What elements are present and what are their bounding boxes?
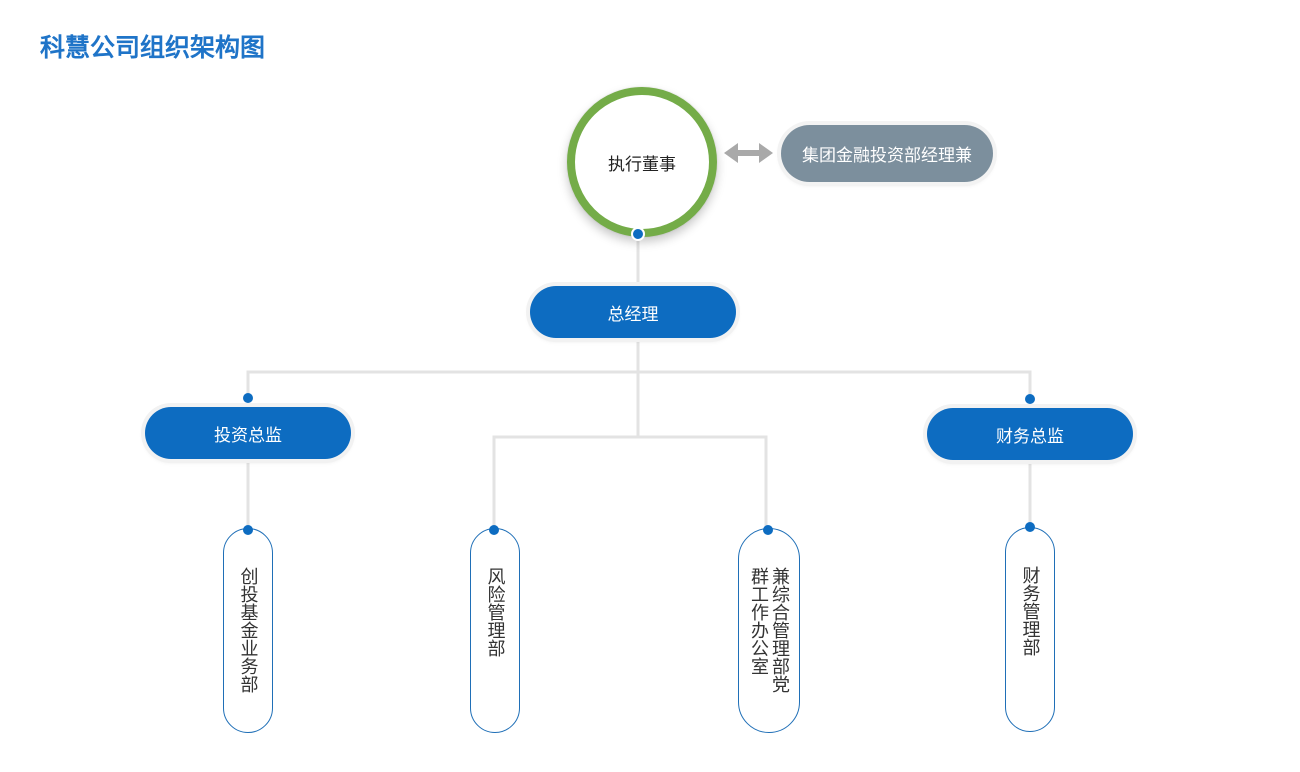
- connector-dot: [763, 525, 773, 535]
- executive-director-note[interactable]: 集团金融投资部经理兼: [781, 125, 993, 182]
- department-label: 风险管理部: [484, 567, 506, 657]
- page-title: 科慧公司组织架构图: [40, 33, 266, 62]
- department-venture-fund[interactable]: 创投基金业务部: [223, 528, 273, 733]
- investment-director-node[interactable]: 投资总监: [145, 407, 351, 459]
- connector-to-middle-departments: [492, 435, 768, 529]
- connector-dot: [631, 227, 645, 241]
- connector-to-directors: [246, 370, 1032, 398]
- department-risk-management[interactable]: 风险管理部: [470, 528, 520, 733]
- executive-director-label: 执行董事: [608, 154, 676, 175]
- department-general-admin[interactable]: 兼综合管理部党群工作办公室: [738, 528, 800, 733]
- executive-director-node[interactable]: 执行董事: [567, 87, 717, 237]
- general-manager-node[interactable]: 总经理: [530, 286, 736, 338]
- connector-dot: [1025, 394, 1035, 404]
- double-arrow-icon: [724, 143, 773, 163]
- connector-dot: [243, 525, 253, 535]
- connector-dot: [489, 525, 499, 535]
- finance-director-node[interactable]: 财务总监: [927, 408, 1133, 460]
- department-label: 创投基金业务部: [237, 567, 259, 693]
- connector-dot: [1025, 522, 1035, 532]
- department-label: 兼综合管理部党群工作办公室: [748, 567, 790, 693]
- connector-dot: [243, 393, 253, 403]
- department-finance-management[interactable]: 财务管理部: [1005, 527, 1055, 732]
- department-label: 财务管理部: [1019, 566, 1041, 656]
